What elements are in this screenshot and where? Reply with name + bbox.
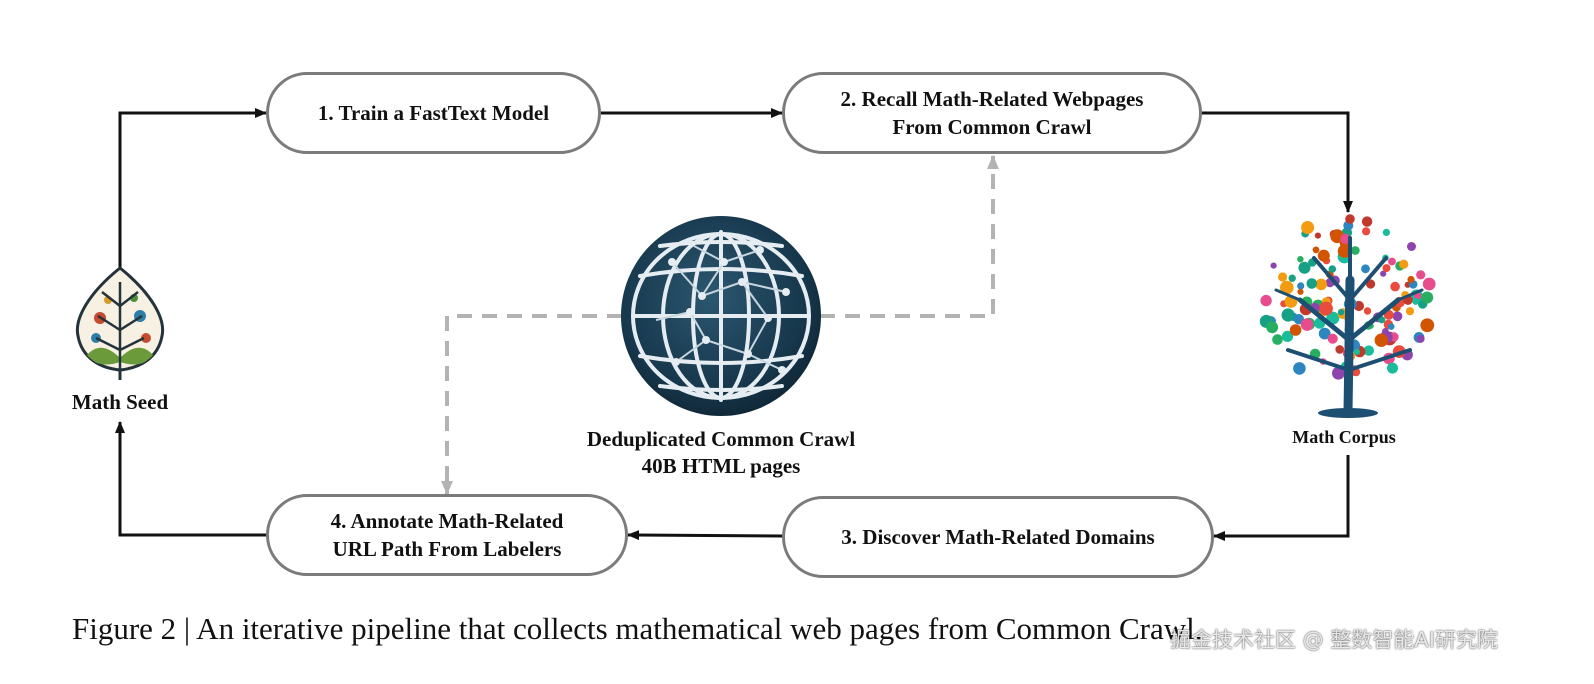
canopy-dot [1297,288,1304,295]
canopy-dot [1353,348,1361,355]
canopy-dot [1289,324,1302,336]
canopy-dot [1407,242,1416,251]
canopy-dot [1345,214,1355,224]
canopy-dot [1361,264,1370,274]
canopy-dot [1337,244,1352,258]
canopy-dot [1315,278,1327,291]
canopy-dot [1390,281,1400,292]
canopy-dot [1380,270,1387,277]
canopy-dot [1363,307,1372,315]
figure-caption: Figure 2 | An iterative pipeline that co… [72,611,1203,646]
canopy-dot [1301,221,1315,234]
canopy-dot [1280,280,1294,295]
common-crawl-label: Deduplicated Common Crawl 40B HTML pages [586,427,856,478]
canopy-dot [1314,232,1321,239]
canopy-dot [1306,278,1318,289]
canopy-dot [1416,334,1425,343]
canopy-dot [1388,257,1396,266]
arrow-annotate-to-seed [115,421,266,537]
canopy-dot [1387,323,1395,330]
canopy-dot [1350,246,1360,255]
canopy-dot [1416,270,1426,280]
canopy-dot [1327,333,1338,344]
canopy-dot [1293,362,1306,375]
canopy-dot [1405,307,1415,316]
canopy-dot [1392,311,1403,322]
canopy-dot [1420,318,1435,333]
canopy-dot [1421,291,1434,304]
canopy-dot [1278,272,1288,282]
stage-discover-box: 3. Discover Math-Related Domains [782,496,1214,578]
canopy-dot [1319,301,1333,316]
canopy-dot [1297,282,1305,290]
canopy-dot [1260,294,1272,307]
math-seed-label: Math Seed [71,390,169,414]
canopy-dot [1337,309,1345,316]
canopy-dot [1300,318,1314,331]
canopy-dot [1374,333,1389,347]
canopy-dot [1412,298,1420,305]
math-tree-icon [1259,214,1436,418]
canopy-dot [1407,275,1415,284]
canopy-dot [1281,308,1295,322]
canopy-dot [1318,327,1331,340]
stage-recall-box: 2. Recall Math-Related Webpages From Com… [782,72,1202,154]
canopy-dot [1317,249,1330,262]
canopy-dot [1303,263,1311,271]
canopy-dot [1387,362,1398,374]
canopy-dot [1297,256,1304,263]
stage-discover-label: 3. Discover Math-Related Domains [841,525,1155,549]
canopy-dot [1382,228,1390,236]
canopy-dot [1363,345,1375,356]
canopy-dot [1270,262,1277,269]
canopy-dot [1328,265,1337,273]
canopy-dot [1362,227,1371,236]
dashed-arrows [441,155,999,495]
arrow-seed-to-train [118,108,267,268]
canopy-dot [1340,233,1351,244]
dashed-arrow-crawl-to-annotate [441,314,622,495]
canopy-dot [1312,246,1320,254]
arrow-corpus-to-discover [1213,455,1350,541]
stage-train-box: 1. Train a FastText Model [266,72,601,154]
watermark: 掘金技术社区 @ 整数智能AI研究院 [1170,628,1498,652]
canopy-dot [1378,316,1386,324]
stage-recall-label: 2. Recall Math-Related Webpages From Com… [840,87,1144,139]
math-corpus-label: Math Corpus [1292,427,1396,447]
stage-train-label: 1. Train a FastText Model [317,101,550,125]
canopy-dot [1382,264,1391,273]
stage-annotate-label: 4. Annotate Math-Related URL Path From L… [330,509,564,561]
canopy-dot [1288,274,1296,282]
canopy-dot [1332,366,1345,380]
arrow-discover-to-annotate [627,530,783,541]
canopy-dot [1272,334,1283,345]
canopy-dot [1266,321,1279,334]
canopy-dot [1335,345,1344,354]
dashed-arrow-crawl-to-recall [820,155,999,318]
canopy-dot [1361,216,1373,227]
stage-annotate-box: 4. Annotate Math-Related URL Path From L… [266,494,628,576]
flow-arrows [115,108,1353,541]
canopy-dot [1399,259,1409,269]
globe-network-icon [621,216,821,416]
canopy-dot [1382,328,1389,335]
leaf-icon [75,266,165,380]
canopy-dot [1281,330,1294,342]
canopy-dot [1422,277,1436,291]
arrow-recall-to-corpus [1202,111,1353,213]
